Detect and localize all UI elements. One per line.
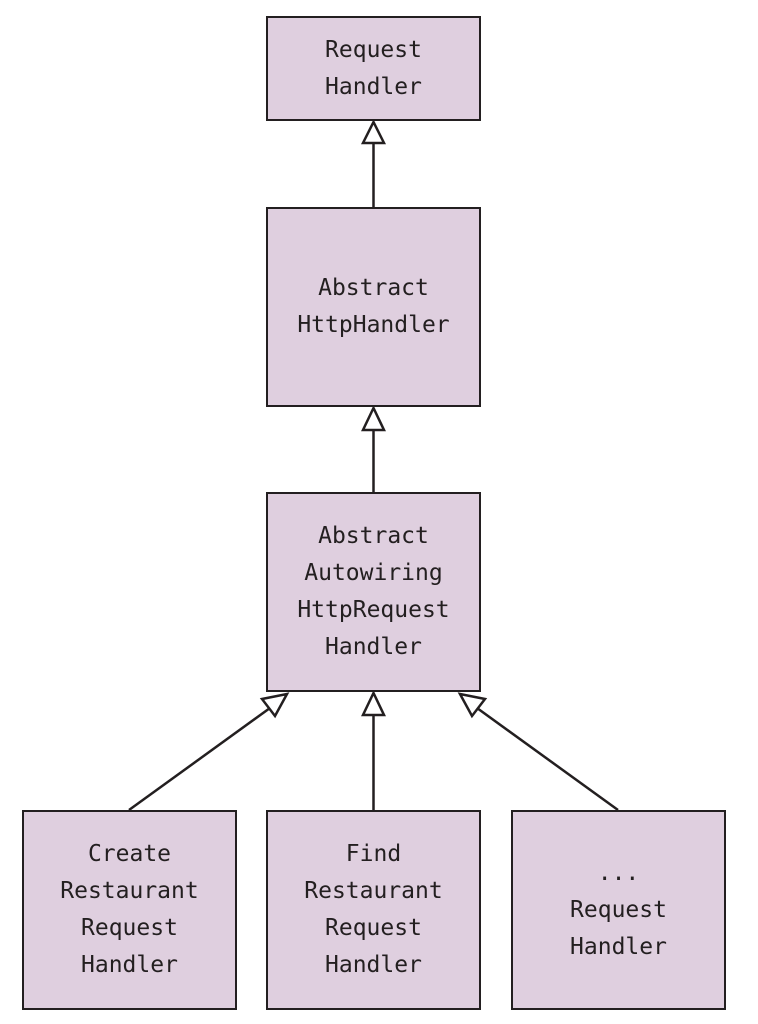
create-restaurant-request-handler-label: Create Restaurant Request Handler — [60, 841, 199, 978]
find-restaurant-request-handler-node: Find Restaurant Request Handler — [266, 810, 481, 1010]
request-handler-node: Request Handler — [266, 16, 481, 121]
edge-other-to-autowiring — [476, 706, 619, 812]
create-restaurant-request-handler-node: Create Restaurant Request Handler — [22, 810, 237, 1010]
abstract-autowiring-http-request-handler-label: Abstract Autowiring HttpRequest Handler — [297, 523, 450, 660]
arrowhead-find-to-autowiring — [361, 690, 386, 717]
edge-create-to-autowiring — [128, 706, 271, 812]
request-handler-label: Request Handler — [325, 36, 422, 100]
find-restaurant-request-handler-label: Find Restaurant Request Handler — [304, 841, 443, 978]
arrowhead-request-handler — [360, 119, 387, 145]
abstract-http-handler-label: Abstract HttpHandler — [297, 275, 450, 338]
other-request-handler-node: ... Request Handler — [511, 810, 726, 1010]
arrowhead-other-to-autowiring — [457, 692, 488, 719]
abstract-http-handler-node: Abstract HttpHandler — [266, 207, 481, 407]
arrowhead-abstract-http-handler — [361, 405, 386, 432]
other-request-handler-label: ... Request Handler — [570, 859, 667, 960]
arrowhead-create-to-autowiring — [259, 692, 290, 719]
abstract-autowiring-http-request-handler-node: Abstract Autowiring HttpRequest Handler — [266, 492, 481, 692]
